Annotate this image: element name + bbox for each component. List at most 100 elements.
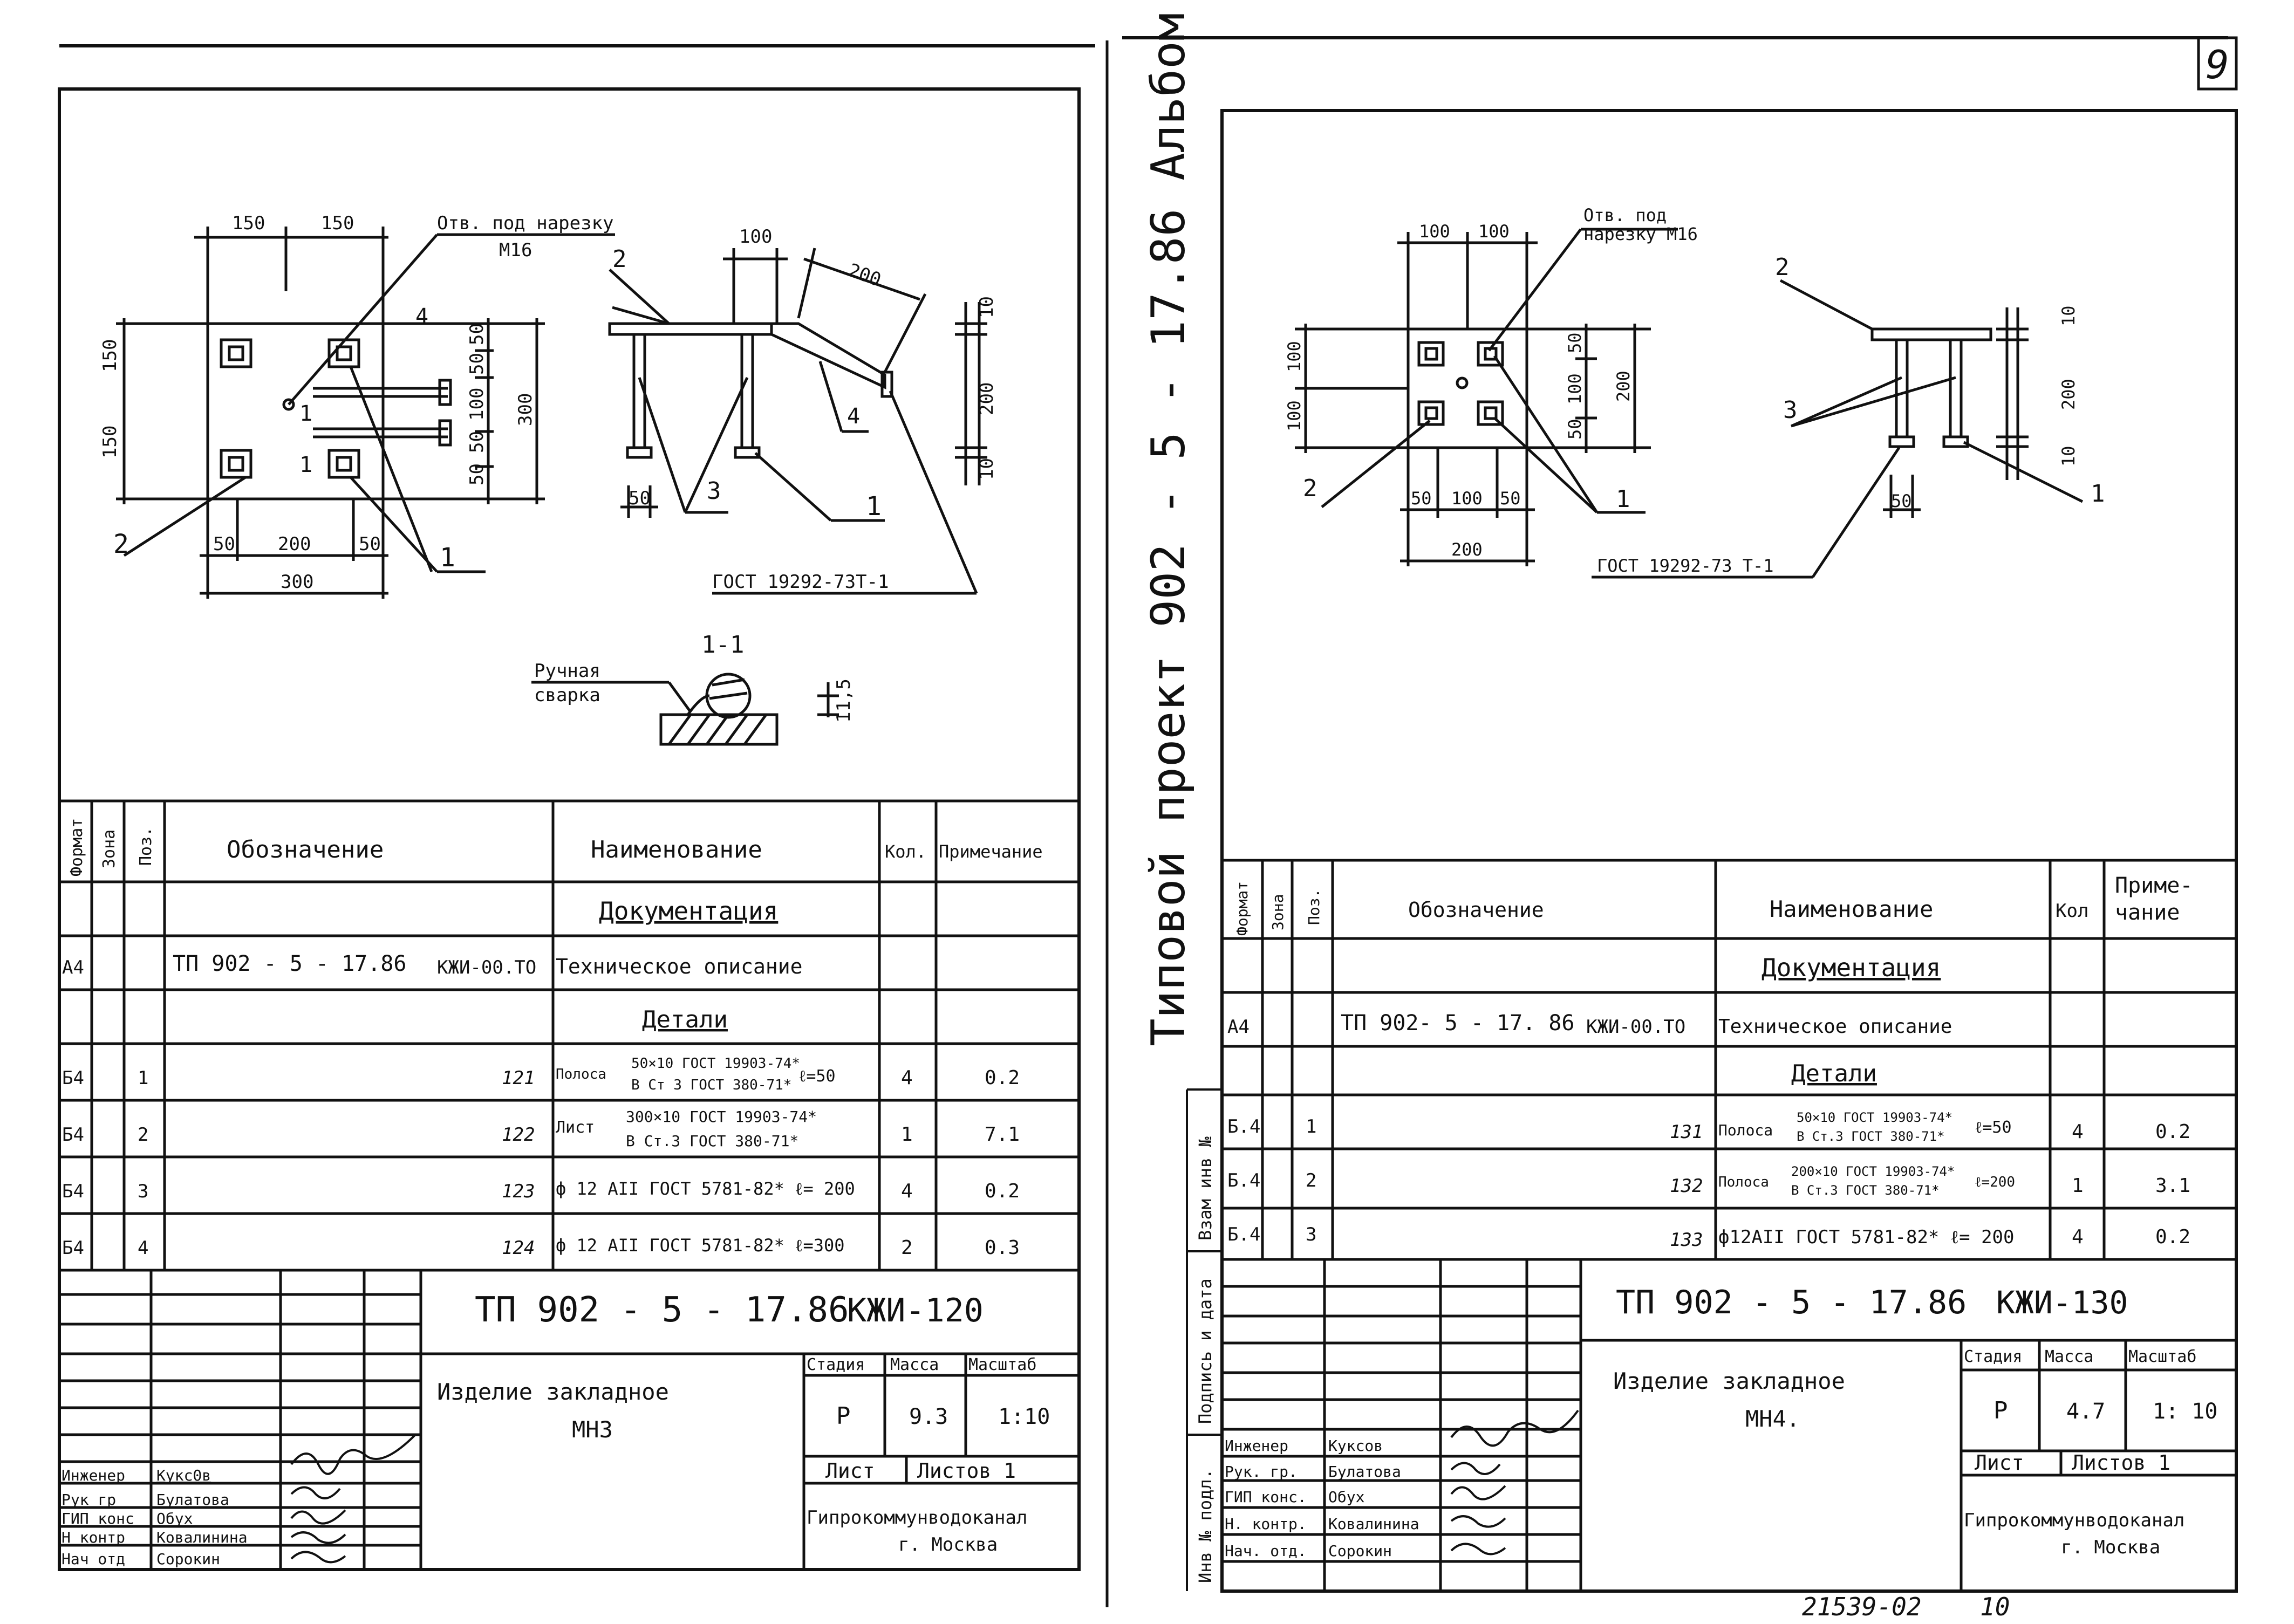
- footer-sheet: 10: [1980, 1592, 2010, 1621]
- right-dim-200-h: 200: [1451, 539, 1483, 560]
- right-row-doc-name: Документация: [1762, 953, 1941, 982]
- right-tb-stadia-label: Стадия: [1964, 1347, 2022, 1366]
- left-dim-300-v: 300: [515, 393, 536, 426]
- left-row-5-kol: 1: [901, 1123, 913, 1146]
- left-hole-note-1: Отв. под нарезку: [437, 213, 614, 234]
- left-row-6-oboz: 123: [502, 1181, 535, 1202]
- left-side-dim-200: 200: [845, 259, 884, 291]
- left-row-4-kol: 4: [901, 1067, 913, 1089]
- right-plan-view: [1295, 228, 1678, 566]
- left-callout-1d: 1: [866, 491, 882, 522]
- right-side-dim-10b: 10: [2058, 446, 2079, 467]
- left-row-2-format: А4: [62, 957, 84, 978]
- right-tb-role-3: ГИП конс.: [1225, 1488, 1307, 1506]
- left-dim-300-h: 300: [281, 571, 313, 593]
- right-tb-person-2: Булатова: [1328, 1463, 1401, 1481]
- right-row-3-name: Детали: [1791, 1060, 1877, 1087]
- left-row-4-name-den: В Ст 3 ГОСТ 380-71*: [631, 1077, 791, 1093]
- right-tb-role-1: Инженер: [1225, 1437, 1288, 1455]
- right-tb-massa: 4.7: [2066, 1399, 2105, 1424]
- right-dim-bottom-1: 50: [1411, 488, 1432, 509]
- left-callout-2a: 2: [113, 529, 129, 559]
- right-callout-2b: 2: [1775, 253, 1790, 281]
- left-h-poz: Поз.: [136, 827, 155, 866]
- left-tb-masshtab: 1:10: [998, 1404, 1050, 1429]
- left-row-6-format: Б4: [62, 1181, 84, 1202]
- album-title: Типовой проект 902 - 5 - 17.86 Альбом II: [1142, 0, 1196, 1046]
- left-tb-role-5: Нач отд: [62, 1550, 125, 1568]
- left-callout-4a: 4: [415, 304, 428, 329]
- left-dim-top-1: 150: [232, 213, 265, 234]
- left-spec-grid: [59, 799, 1079, 1570]
- right-callout-1a: 1: [1616, 485, 1630, 513]
- left-callout-1a: 1: [440, 543, 455, 573]
- stamp-podpis: Подпись и дата: [1195, 1278, 1216, 1424]
- left-callout-1b: 1: [299, 401, 312, 426]
- left-callout-2b: 2: [612, 245, 627, 273]
- left-tb-masshtab-label: Масштаб: [968, 1355, 1036, 1374]
- left-row-4-name: Полоса: [556, 1066, 606, 1082]
- right-row-4-kol: 4: [2072, 1121, 2084, 1143]
- left-side-dim-100: 100: [739, 226, 772, 248]
- left-dim-right-2: 50: [466, 353, 488, 375]
- left-tb-role-1: Инженер: [62, 1467, 125, 1484]
- right-row-4-poz: 1: [1306, 1116, 1316, 1138]
- left-row-5-name-num: 300×10 ГОСТ 19903-74*: [626, 1108, 817, 1126]
- right-dim-left-2: 100: [1284, 400, 1305, 431]
- right-row-4-prim: 0.2: [2155, 1121, 2190, 1143]
- left-row-5-oboz: 122: [502, 1124, 535, 1146]
- left-row-5-poz: 2: [138, 1124, 148, 1146]
- right-h-zona: Зона: [1269, 894, 1287, 930]
- left-tb-list-label: Лист: [825, 1459, 875, 1483]
- right-tb-name-2: МН4.: [1745, 1406, 1800, 1432]
- left-plan-view: [116, 227, 615, 599]
- right-row-5-name-tail: ℓ=200: [1975, 1174, 2015, 1190]
- right-dim-top-2: 100: [1478, 221, 1510, 242]
- right-tb-role-4: Н. контр.: [1225, 1515, 1307, 1533]
- left-dim-right-3: 100: [466, 388, 488, 421]
- left-dim-left-1: 150: [99, 339, 121, 372]
- left-callout-4b: 4: [847, 404, 860, 429]
- left-row-7-kol: 2: [901, 1237, 913, 1259]
- right-row-5-name-num: 200×10 ГОСТ 19903-74*: [1791, 1164, 1955, 1179]
- left-side-dim-10b: 10: [976, 458, 998, 480]
- left-row-5-name-den: В Ст.3 ГОСТ 380-71*: [626, 1132, 798, 1150]
- left-callout-1c: 1: [299, 453, 312, 477]
- right-hole-note-2: нарезку М16: [1583, 224, 1698, 244]
- left-h-format: Формат: [67, 818, 86, 876]
- left-tb-person-3: Обух: [156, 1510, 193, 1527]
- left-h-prim: Примечание: [939, 841, 1043, 862]
- left-tb-person-5: Сорокин: [156, 1550, 220, 1568]
- right-tb-code-right: КЖИ-130: [1996, 1284, 2128, 1321]
- left-row-5-name: Лист: [556, 1118, 595, 1137]
- right-h-poz: Поз.: [1305, 889, 1323, 925]
- right-tb-role-5: Нач. отд.: [1225, 1542, 1307, 1560]
- left-dim-right-1: 50: [466, 323, 488, 345]
- right-row-6-prim: 0.2: [2155, 1226, 2190, 1248]
- left-row-7-prim: 0.3: [985, 1237, 1020, 1259]
- left-row-2-name: Техническое описание: [556, 955, 803, 978]
- right-side-view: [1592, 279, 2084, 579]
- left-callout-3: 3: [707, 477, 721, 505]
- right-h-prim-1: Приме-: [2115, 873, 2193, 898]
- left-tb-name-1: Изделие закладное: [437, 1379, 669, 1405]
- left-row-4-name-num: 50×10 ГОСТ 19903-74*: [631, 1056, 800, 1072]
- left-row-4-prim: 0.2: [985, 1067, 1020, 1089]
- left-row-6-name: ф 12 АII ГОСТ 5781-82* ℓ= 200: [556, 1178, 855, 1199]
- left-gost-note: ГОСТ 19292-73Т-1: [712, 571, 889, 593]
- left-tb-massa: 9.3: [909, 1404, 948, 1429]
- right-h-oboz: Обозначение: [1408, 898, 1544, 922]
- right-row-2-name: Техническое описание: [1718, 1016, 1952, 1038]
- right-row-2-format: А4: [1227, 1016, 1250, 1038]
- left-tb-listov-label: Листов 1: [917, 1459, 1016, 1483]
- right-tb-role-2: Рук. гр.: [1225, 1463, 1298, 1481]
- right-dim-right-2: 100: [1565, 373, 1585, 405]
- right-dim-left-1: 100: [1284, 341, 1305, 372]
- left-tb-code-right: КЖИ-120: [847, 1292, 984, 1330]
- left-dim-top-2: 150: [321, 213, 354, 234]
- footer-archive-no: 21539-02: [1802, 1592, 1922, 1621]
- left-section-label: 1-1: [701, 631, 744, 659]
- left-dim-bottom-1: 50: [213, 533, 235, 555]
- right-row-6-poz: 3: [1306, 1224, 1316, 1245]
